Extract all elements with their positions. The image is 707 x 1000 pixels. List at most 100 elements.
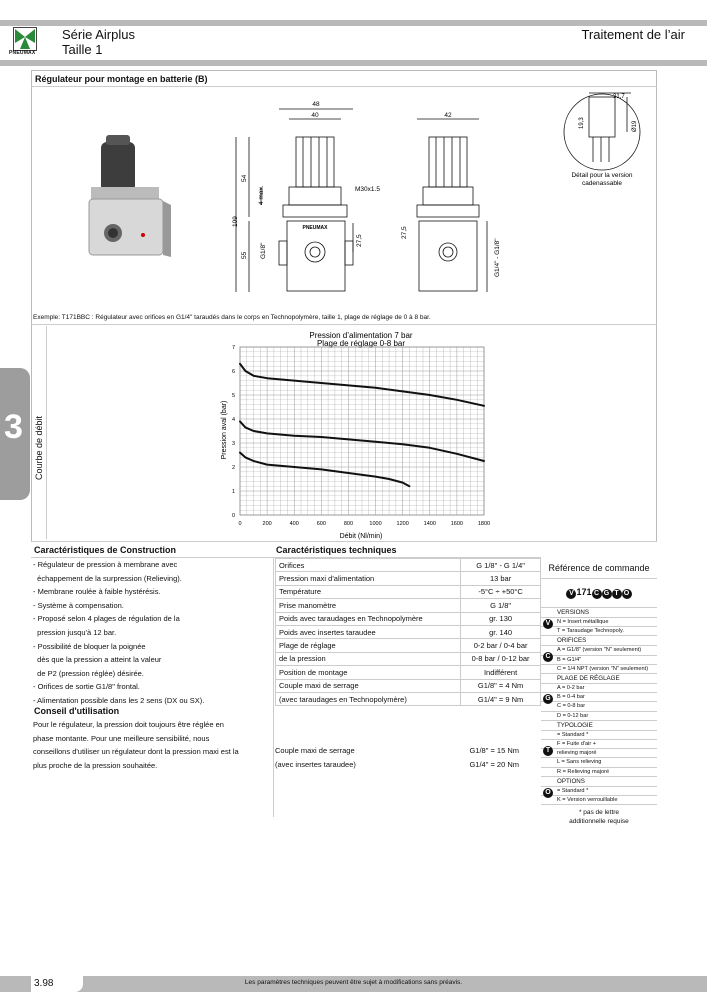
construction-item: - Orifices de sortie G1/8" frontal.: [33, 682, 140, 692]
reference-option: R = Relieving majoré: [541, 768, 657, 777]
tech-label: Pression maxi d'alimentation: [274, 571, 462, 586]
brand-name: PNEUMAX: [9, 50, 36, 56]
torque-inserts-label: Couple maxi de serrage (avec insertes ta…: [275, 744, 356, 772]
dim-42: 42: [444, 112, 452, 119]
reference-option: F = Fuite d'air +: [541, 740, 657, 750]
code-badge-icon: G: [601, 589, 612, 599]
dim-4max: 4 max.: [258, 185, 265, 205]
chart-grid: [239, 346, 485, 516]
tech-label: Température: [274, 584, 462, 600]
construction-list: - Régulateur de pression à membrane avec…: [33, 558, 204, 708]
divider: [31, 324, 657, 325]
reference-option: K = Version verrouillable: [541, 796, 657, 806]
usage-line: phase montante. Pour une meilleure sensi…: [33, 733, 210, 743]
tech-value: G 1/8" - G 1/4": [460, 557, 541, 573]
tech-label: Couple maxi de serrage: [274, 678, 462, 693]
dim-48: 48: [312, 101, 320, 108]
reference-group-head: TYPOLOGIE: [541, 720, 657, 731]
code-badge-icon: V: [566, 589, 577, 599]
torque2-value-2: G1/4" = 20 Nm: [469, 760, 519, 769]
header-top-bar: [0, 20, 707, 26]
reference-option: B = 0-4 bar: [541, 693, 657, 703]
y-tick-label: 7: [232, 345, 235, 351]
y-tick-label: 5: [232, 393, 235, 399]
construction-item: - Système à compensation.: [33, 600, 124, 610]
reference-note-1: * pas de lettre: [578, 809, 620, 817]
divider: [31, 557, 541, 558]
page-number: 3.98: [31, 976, 83, 992]
torque2-label-1: Couple maxi de serrage: [275, 746, 355, 755]
construction-item: échappement de la surpression (Relieving…: [33, 573, 182, 583]
footer-bar: [0, 976, 707, 992]
reference-option: B = G1/4": [541, 656, 657, 665]
tech-value: -5°C ÷ +50°C: [460, 584, 541, 600]
reference-option: = Standard *: [541, 731, 657, 741]
x-tick-label: 600: [317, 521, 326, 527]
code-badge-icon: T: [543, 745, 553, 756]
tech-row: (avec taraudages en Technopolymère)G1/4"…: [274, 691, 541, 707]
chapter-number: 3: [4, 408, 23, 446]
chapter-tab: 3: [0, 368, 30, 500]
lock-detail: [563, 92, 641, 171]
reference-group: OPTIONS= Standard *K = Version verrouill…: [541, 776, 657, 806]
x-tick-label: 1400: [424, 521, 436, 527]
reference-option: A = G1/8" (version "N" seulement): [541, 646, 657, 656]
dim-109: 109: [232, 216, 239, 227]
x-tick-label: 1800: [478, 521, 490, 527]
code-badge-icon: C: [543, 652, 553, 663]
tech-label: Orifices: [274, 557, 462, 573]
divider: [31, 86, 657, 87]
detail-caption-2: cadenassable: [582, 180, 622, 187]
y-tick-label: 4: [232, 417, 235, 423]
usage-title: Conseil d'utilisation: [34, 706, 120, 716]
tech-value: Indifférent: [460, 665, 541, 680]
tech-label: Plage de réglage: [274, 638, 462, 653]
x-tick-label: 1200: [397, 521, 409, 527]
reference-title: Référence de commande: [541, 558, 657, 579]
tech-value: 13 bar: [460, 571, 541, 586]
category-title: Traitement de l’air: [581, 27, 685, 42]
dim-19-3: 19,3: [579, 117, 585, 129]
reference-note-2: additionnelle requise: [569, 818, 629, 826]
code-badge-icon: V: [543, 619, 553, 630]
construction-item: pression jusqu'à 12 bar.: [33, 627, 117, 637]
technical-drawing: 48 40 M30x1.5 54 109 55 4 max. G1/8" 27,…: [88, 92, 641, 292]
torque-inserts-values: G1/8" = 15 Nm G1/4" = 20 Nm: [410, 744, 541, 772]
reference-group-head: OPTIONS: [541, 776, 657, 787]
code-badge-icon: T: [611, 589, 622, 599]
tech-value: 0-8 bar / 0-12 bar: [460, 651, 541, 667]
y-tick-label: 0: [232, 513, 235, 519]
y-tick-label: 6: [232, 369, 235, 375]
series-title: Série Airplus: [62, 27, 135, 42]
construction-item: - Possibilité de bloquer la poignée: [33, 641, 146, 651]
x-tick-label: 1600: [451, 521, 463, 527]
side-view: [416, 118, 488, 292]
chart-side-label: Courbe de débit: [34, 415, 44, 480]
tech-value: gr. 140: [460, 624, 541, 640]
reference-group-head: PLAGE DE RÉGLAGE: [541, 674, 657, 685]
construction-item: dès que la pression a atteint la valeur: [33, 655, 162, 665]
section-title: Régulateur pour montage en batterie (B): [35, 74, 208, 84]
column-divider: [273, 557, 274, 817]
size-title: Taille 1: [62, 42, 103, 57]
usage-text: Pour le régulateur, la pression doit tou…: [33, 718, 239, 772]
example-text: Exemple: T171BBC : Régulateur avec orifi…: [33, 314, 431, 321]
code-badge-icon: O: [543, 788, 553, 799]
code-prefix: 171: [576, 587, 592, 597]
chart-subtitle: Plage de réglage 0-8 bar: [317, 339, 405, 348]
series-line-1: [239, 362, 485, 407]
reference-option: L = Sans relieving: [541, 758, 657, 768]
dim-31-7: 31,7: [613, 94, 625, 100]
construction-item: - Membrane roulée à faible hystérésis.: [33, 587, 161, 597]
divider: [31, 541, 657, 542]
